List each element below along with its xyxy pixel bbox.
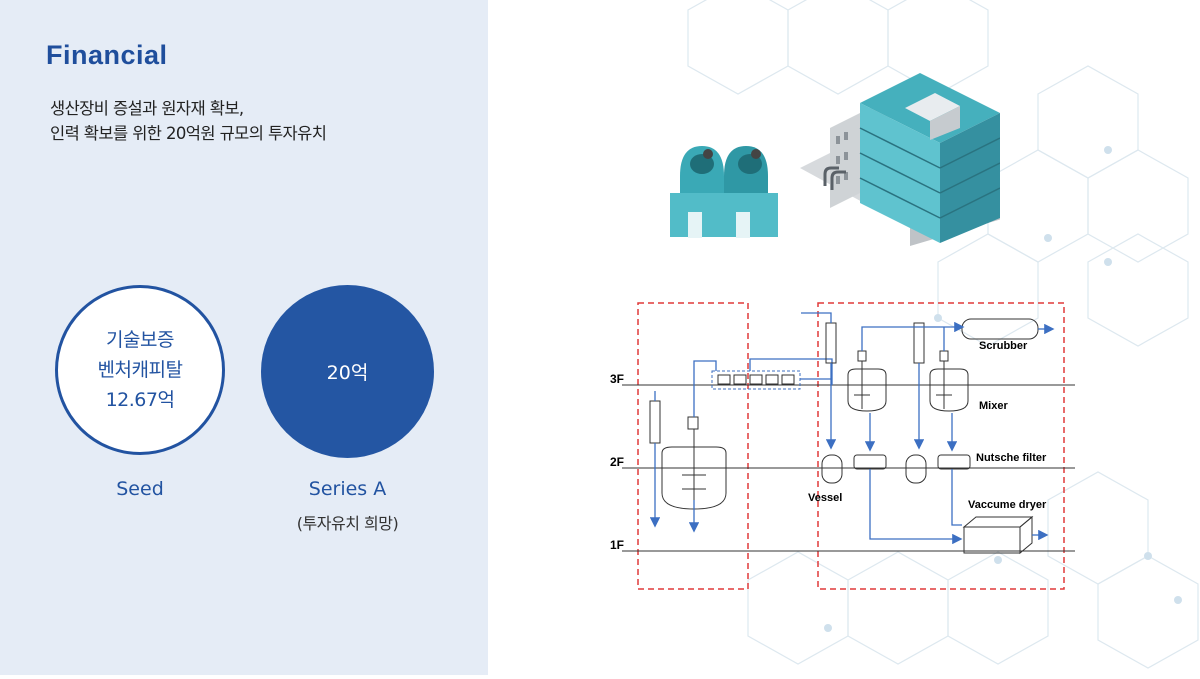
storage-tanks-icon [670,146,778,238]
factory-illustration [670,73,1000,246]
floor-2f: 2F [610,455,624,469]
label-mixer: Mixer [979,400,1008,412]
right-panel [488,0,1200,675]
description: 생산장비 증설과 원자재 확보, 인력 확보를 위한 20억원 규모의 투자유치 [50,96,327,146]
left-dashed-box [637,302,749,590]
series-a-circle: 20억 [261,285,434,458]
seed-line-1: 기술보증 [106,329,174,351]
seed-circle: 기술보증 벤처캐피탈 12.67억 [55,285,225,455]
floor-3f: 3F [610,372,624,386]
series-a-note: (투자유치 희망) [296,514,399,533]
seed-label: Seed [116,478,164,500]
series-a-amount: 20억 [326,362,369,384]
label-vessel: Vessel [808,492,842,504]
label-scrubber: Scrubber [979,340,1028,352]
floor-1f: 1F [610,538,624,552]
hexagon-background [687,0,1199,669]
series-a-label: Series A [308,478,387,500]
label-nutsche-filter: Nutsche filter [976,452,1047,464]
seed-line-2: 벤처캐피탈 [97,359,183,381]
right-dashed-box [817,302,1065,590]
section-title: Financial [46,40,168,70]
seed-amount: 12.67억 [105,389,175,411]
description-line-1: 생산장비 증설과 원자재 확보, [50,99,244,118]
process-diagram: 3F 2F 1F [610,302,1075,590]
left-panel: Financial 생산장비 증설과 원자재 확보, 인력 확보를 위한 20억… [0,0,488,675]
factory-building-icon [800,73,1000,246]
description-line-2: 인력 확보를 위한 20억원 규모의 투자유치 [50,124,327,143]
label-vaccume-dryer: Vaccume dryer [968,499,1047,511]
